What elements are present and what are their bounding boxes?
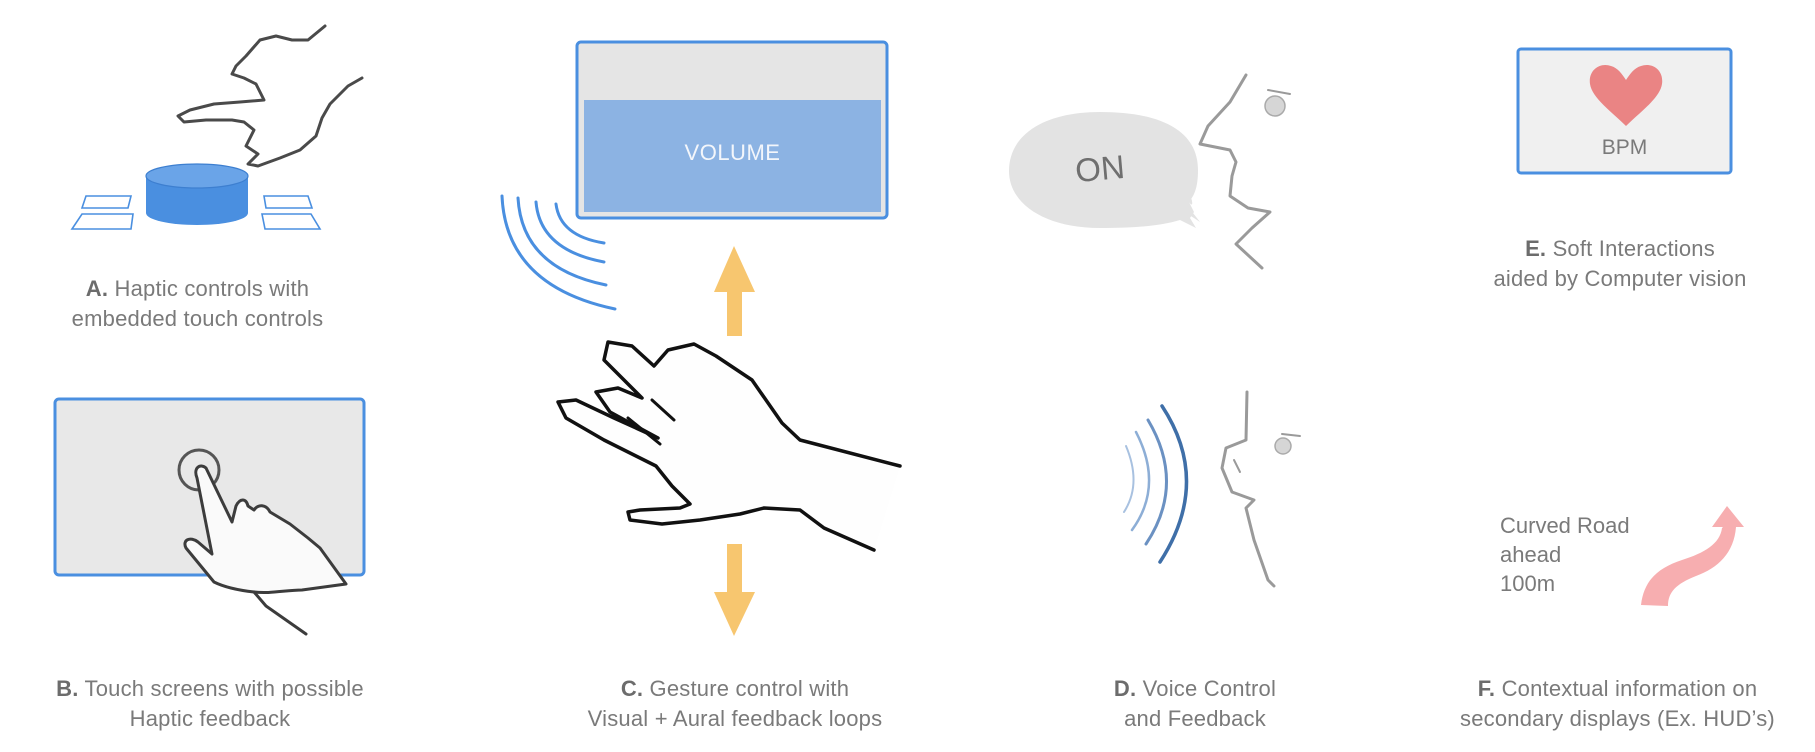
sound-wave-icon bbox=[500, 194, 617, 311]
heart-icon bbox=[1589, 64, 1663, 126]
soft-interactions-illustration bbox=[1516, 47, 1733, 175]
pointing-hand-icon bbox=[183, 464, 348, 595]
hud-line-2: ahead bbox=[1500, 542, 1562, 567]
caption-e-line1: Soft Interactions bbox=[1552, 236, 1715, 261]
caption-b-line2: Haptic feedback bbox=[129, 706, 291, 731]
knob-icon bbox=[145, 163, 249, 225]
caption-a-line2: embedded touch controls bbox=[71, 306, 324, 331]
caption-e-line2: aided by Computer vision bbox=[1493, 266, 1747, 291]
volume-label: VOLUME bbox=[684, 140, 781, 165]
hud-illustration bbox=[1641, 506, 1744, 606]
caption-d-letter: D. bbox=[1113, 676, 1137, 701]
open-hand-icon bbox=[556, 340, 902, 552]
caption-f-line2: secondary displays (Ex. HUD’s) bbox=[1460, 706, 1775, 731]
haptic-controls-illustration bbox=[70, 24, 364, 230]
hud-line-3: 100m bbox=[1500, 571, 1556, 596]
touch-pad-icon bbox=[70, 195, 322, 230]
hud-line-1: Curved Road bbox=[1500, 513, 1630, 538]
caption-c-letter: C. bbox=[620, 676, 644, 701]
caption-c: C. Gesture control with Visual + Aural f… bbox=[545, 674, 925, 734]
caption-f: F. Contextual information on secondary d… bbox=[1425, 674, 1810, 734]
arrow-down-icon bbox=[714, 544, 755, 636]
face-profile-icon-lower bbox=[1220, 390, 1301, 588]
eye-icon bbox=[1264, 95, 1286, 117]
caption-e-letter: E. bbox=[1525, 236, 1547, 261]
caption-b-letter: B. bbox=[56, 676, 79, 701]
caption-b-line1: Touch screens with possible bbox=[84, 676, 364, 701]
caption-a-letter: A. bbox=[85, 276, 109, 301]
hand-icon bbox=[176, 24, 364, 168]
caption-f-letter: F. bbox=[1477, 676, 1496, 701]
voice-illustration bbox=[1009, 73, 1301, 588]
bpm-label: BPM bbox=[1601, 136, 1648, 159]
curved-arrow-icon bbox=[1641, 506, 1744, 606]
caption-c-line1: Gesture control with bbox=[649, 676, 850, 701]
on-label: ON bbox=[1073, 147, 1127, 190]
voice-sound-wave-icon bbox=[1123, 404, 1189, 564]
caption-b: B. Touch screens with possible Haptic fe… bbox=[15, 674, 405, 734]
gesture-illustration bbox=[500, 40, 902, 636]
screen-icon bbox=[575, 40, 889, 220]
touchscreen-illustration bbox=[53, 397, 366, 636]
hud-message: Curved Road ahead 100m bbox=[1500, 511, 1630, 598]
caption-a: A. Haptic controls with embedded touch c… bbox=[35, 274, 360, 334]
caption-d: D. Voice Control and Feedback bbox=[1085, 674, 1305, 734]
caption-e: E. Soft Interactions aided by Computer v… bbox=[1470, 234, 1770, 294]
arrow-up-icon bbox=[714, 246, 755, 336]
caption-d-line2: and Feedback bbox=[1124, 706, 1266, 731]
caption-a-line1: Haptic controls with bbox=[114, 276, 310, 301]
speech-bubble-icon bbox=[1009, 112, 1200, 228]
caption-c-line2: Visual + Aural feedback loops bbox=[587, 706, 883, 731]
caption-d-line1: Voice Control bbox=[1142, 676, 1277, 701]
caption-f-line1: Contextual information on bbox=[1501, 676, 1758, 701]
face-profile-icon bbox=[1198, 73, 1291, 270]
